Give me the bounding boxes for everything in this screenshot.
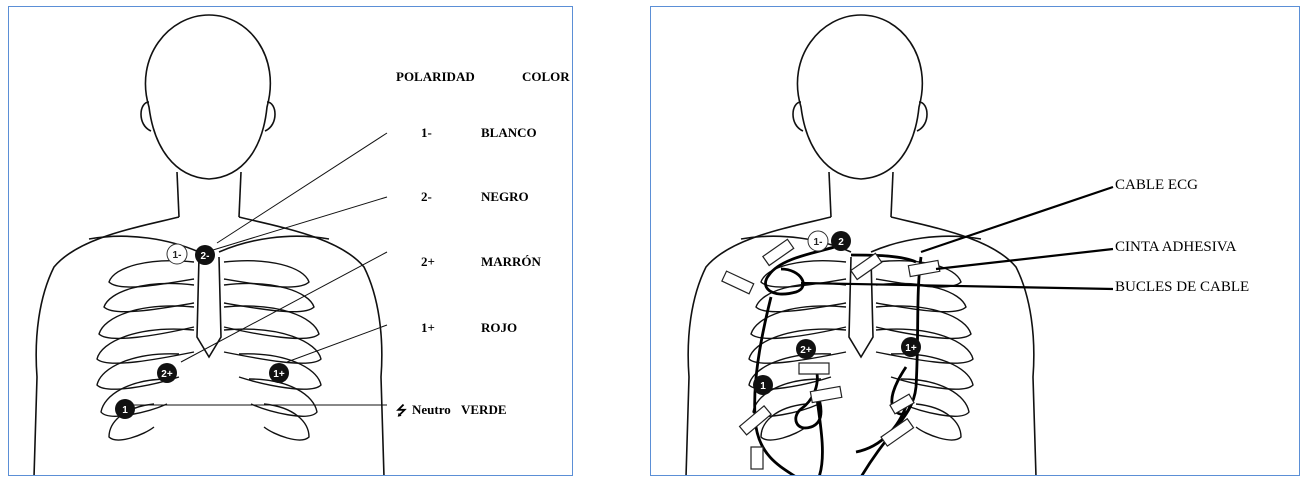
svg-text:2: 2 (838, 237, 844, 248)
svg-text:1: 1 (760, 381, 766, 392)
color-negro: NEGRO (481, 189, 529, 205)
ground-symbol: ⭍ (396, 402, 407, 424)
color-rojo: ROJO (481, 320, 517, 336)
svg-text:1+: 1+ (273, 369, 285, 380)
color-verde: VERDE (461, 402, 507, 418)
electrode-1-plus: 1+ (269, 363, 289, 383)
polarity-2-plus: 2+ (421, 254, 435, 270)
electrode-placement-panel: 1- 2- 2+ 1+ 1 POLARIDAD COLOR 1- BLANCO … (8, 6, 573, 476)
polarity-1-plus: 1+ (421, 320, 435, 336)
color-marron: MARRÓN (481, 254, 541, 270)
polarity-1-minus: 1- (421, 125, 432, 141)
svg-text:1-: 1- (173, 250, 182, 261)
callout-cable-ecg: CABLE ECG (1115, 177, 1198, 194)
electrode-1-minus: 1- (808, 231, 828, 251)
svg-text:1+: 1+ (905, 343, 917, 354)
electrode-2-minus: 2- (195, 245, 215, 265)
polarity-neutral: Neutro (412, 402, 451, 418)
electrode-1-plus: 1+ (901, 337, 921, 357)
polarity-2-minus: 2- (421, 189, 432, 205)
svg-text:2+: 2+ (800, 345, 812, 356)
color-blanco: BLANCO (481, 125, 537, 141)
svg-text:1-: 1- (814, 237, 823, 248)
svg-text:2-: 2- (201, 251, 210, 262)
svg-text:1: 1 (122, 405, 128, 416)
electrode-neutral: 1 (115, 399, 135, 419)
header-color: COLOR (522, 69, 570, 85)
svg-text:2+: 2+ (161, 369, 173, 380)
callout-bucles-de-cable: BUCLES DE CABLE (1115, 279, 1249, 296)
electrode-2: 2 (831, 231, 851, 251)
cable-routing-panel: 1- 2 2+ 1+ 1 CABLE ECG CINTA ADHESIVA BU… (650, 6, 1300, 476)
electrode-neutral: 1 (753, 375, 773, 395)
electrode-2-plus: 2+ (157, 363, 177, 383)
electrode-2-plus: 2+ (796, 339, 816, 359)
callout-cinta-adhesiva: CINTA ADHESIVA (1115, 239, 1236, 256)
electrode-1-minus: 1- (167, 244, 187, 264)
header-polarity: POLARIDAD (396, 69, 475, 85)
